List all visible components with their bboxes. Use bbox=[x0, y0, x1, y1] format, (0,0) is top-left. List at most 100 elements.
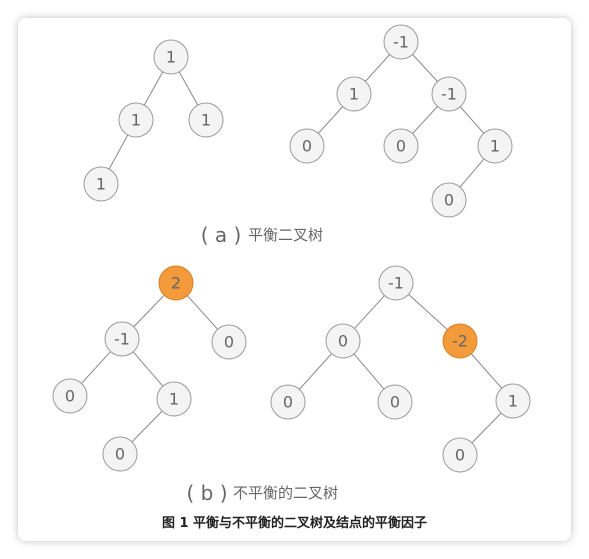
tree-node: -1 bbox=[378, 265, 414, 301]
tree-node: 0 bbox=[52, 378, 88, 414]
tree-node: 0 bbox=[270, 384, 306, 420]
node-circle bbox=[383, 128, 419, 164]
balance-factor-label: 1 bbox=[508, 392, 518, 411]
tree-edge bbox=[412, 106, 438, 134]
node-circle bbox=[153, 39, 189, 75]
tree-edge bbox=[186, 295, 219, 330]
tree-node: 1 bbox=[118, 102, 154, 138]
tree-node: 1 bbox=[477, 128, 513, 164]
balance-factor-label: 1 bbox=[131, 111, 141, 130]
tree-edge bbox=[354, 295, 385, 329]
caption-a-label: 平衡二叉树 bbox=[248, 226, 323, 244]
balance-factor-label: 1 bbox=[349, 85, 359, 104]
tree-node: 1 bbox=[153, 39, 189, 75]
balance-factor-label: 0 bbox=[338, 332, 348, 351]
tree-edge bbox=[299, 353, 332, 390]
figure-title: 图 1 平衡与不平衡的二叉树及结点的平衡因子 bbox=[161, 516, 428, 531]
tree-node: 1 bbox=[336, 76, 372, 112]
balance-factor-label: 1 bbox=[201, 111, 211, 130]
node-circle bbox=[118, 102, 154, 138]
node-circle bbox=[83, 166, 119, 202]
balance-factor-label: 0 bbox=[302, 137, 312, 156]
node-circle bbox=[431, 182, 467, 218]
node-circle bbox=[477, 128, 513, 164]
tree-node: -1 bbox=[431, 76, 467, 112]
balance-factor-label: 1 bbox=[166, 48, 176, 67]
tree-edge bbox=[412, 54, 438, 82]
node-circle bbox=[383, 24, 419, 60]
tree-node: -1 bbox=[104, 321, 140, 357]
balance-factor-label: 0 bbox=[65, 387, 75, 406]
tree-edge bbox=[318, 106, 343, 134]
node-circle bbox=[431, 76, 467, 112]
tree-edge bbox=[132, 351, 164, 387]
node-circle bbox=[336, 76, 372, 112]
node-circle bbox=[52, 378, 88, 414]
node-circle bbox=[377, 384, 413, 420]
tree-node: 0 bbox=[325, 323, 361, 359]
tree-node: -2 bbox=[442, 323, 478, 359]
balance-factor-label: 0 bbox=[444, 191, 454, 210]
node-circle bbox=[156, 381, 192, 417]
node-circle bbox=[211, 324, 247, 360]
tree-edge bbox=[108, 134, 129, 170]
balance-factor-label: 0 bbox=[283, 393, 293, 412]
tree-node: 0 bbox=[211, 324, 247, 360]
node-circle bbox=[104, 321, 140, 357]
tree-edge bbox=[459, 106, 485, 134]
tree-edge bbox=[178, 71, 199, 106]
tree-node: 1 bbox=[156, 381, 192, 417]
balance-factor-label: -2 bbox=[452, 332, 468, 351]
node-circle bbox=[325, 323, 361, 359]
tree-edge bbox=[470, 353, 503, 389]
tree-node: -1 bbox=[383, 24, 419, 60]
tree-edge bbox=[131, 410, 163, 443]
tree-edge bbox=[143, 71, 164, 106]
balance-factor-label: 1 bbox=[169, 390, 179, 409]
balance-factor-label: -1 bbox=[441, 85, 457, 104]
tree-edge bbox=[471, 412, 502, 444]
tree-node: 0 bbox=[431, 182, 467, 218]
tree-edge bbox=[365, 54, 390, 82]
tree-node: 0 bbox=[442, 437, 478, 473]
balance-factor-label: 0 bbox=[396, 137, 406, 156]
edges-layer bbox=[81, 54, 503, 444]
balance-factor-label: 0 bbox=[455, 446, 465, 465]
tree-node: 1 bbox=[495, 383, 531, 419]
tree-edge bbox=[353, 353, 385, 390]
tree-node: 1 bbox=[188, 102, 224, 138]
balance-factor-label: 1 bbox=[490, 137, 500, 156]
tree-node: 0 bbox=[289, 128, 325, 164]
node-circle bbox=[289, 128, 325, 164]
node-circle bbox=[378, 265, 414, 301]
balance-factor-label: -1 bbox=[388, 274, 404, 293]
node-circle bbox=[270, 384, 306, 420]
tree-edge bbox=[133, 294, 165, 328]
balance-factor-label: 0 bbox=[115, 445, 125, 464]
balance-factor-label: -1 bbox=[393, 33, 409, 52]
tree-edge bbox=[81, 351, 111, 384]
tree-node: 0 bbox=[377, 384, 413, 420]
tree-edge bbox=[408, 294, 448, 330]
balance-factor-label: 2 bbox=[171, 274, 181, 293]
nodes-layer: 1 1 1 1 -1 1 -1 0 0 1 0 2 -1 0 0 1 0 -1 0 -2 0 0 1 0 bbox=[52, 24, 531, 473]
tree-node: 0 bbox=[383, 128, 419, 164]
node-circle bbox=[102, 436, 138, 472]
balance-factor-label: 0 bbox=[390, 393, 400, 412]
caption-b-paren: ( b ) bbox=[186, 481, 227, 505]
balance-factor-label: -1 bbox=[114, 330, 130, 349]
unbalanced-node-circle bbox=[442, 323, 478, 359]
caption-a-paren: ( a ) bbox=[201, 223, 242, 247]
tree-edge bbox=[459, 158, 485, 188]
unbalanced-node-circle bbox=[158, 265, 194, 301]
node-circle bbox=[442, 437, 478, 473]
tree-node: 2 bbox=[158, 265, 194, 301]
tree-node: 0 bbox=[102, 436, 138, 472]
node-circle bbox=[188, 102, 224, 138]
node-circle bbox=[495, 383, 531, 419]
caption-b-label: 不平衡的二叉树 bbox=[233, 484, 338, 502]
balance-factor-label: 1 bbox=[96, 175, 106, 194]
balance-factor-label: 0 bbox=[224, 333, 234, 352]
tree-node: 1 bbox=[83, 166, 119, 202]
